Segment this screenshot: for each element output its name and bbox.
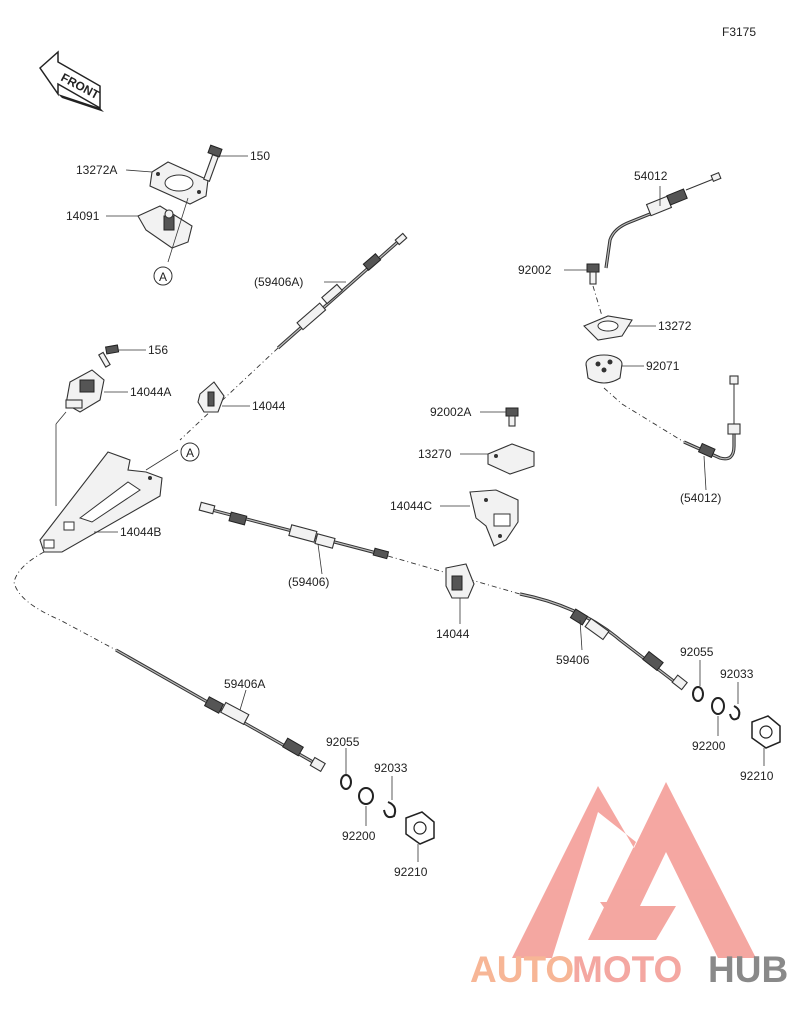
washer-92200-right [711,697,725,715]
lockwasher-92033-left [383,801,397,819]
nut-92210-left [405,811,435,845]
label-150: 150 [250,149,270,163]
label-92200-right: 92200 [692,739,726,753]
label-156: 156 [148,343,168,357]
cable-59406a-upper [276,232,408,350]
gasket-13272a [149,161,209,205]
oring-92055-left [340,774,352,790]
label-92055-left: 92055 [326,735,360,749]
label-92002: 92002 [518,263,552,277]
label-59406-paren: (59406) [288,575,329,589]
nut-92210-right [751,715,781,749]
label-92055-right: 92055 [680,645,714,659]
bracket-14044c [469,489,519,547]
bolt-150 [203,144,223,182]
label-92071: 92071 [646,359,680,373]
label-92200-left: 92200 [342,829,376,843]
clip-14044-mid [445,563,475,599]
gasket-13272 [583,315,633,341]
logo-text-auto: AUTO [470,949,574,990]
grommet-92071 [585,354,623,384]
logo-text-moto: MOTO [572,949,682,990]
label-59406a-paren: (59406A) [254,275,303,289]
bracket-14044a [65,369,105,413]
label-59406a: 59406A [224,677,265,691]
label-14044c: 14044C [390,499,432,513]
washer-92200-left [358,787,374,805]
label-92210-left: 92210 [394,865,428,879]
bolt-92002a [505,407,519,427]
bolt-156 [98,344,120,368]
label-14044a: 14044A [130,385,171,399]
ref-mark-a-top-label: A [159,270,167,284]
label-92002a: 92002A [430,405,471,419]
label-54012-paren: (54012) [680,491,721,505]
label-13270: 13270 [418,447,452,461]
lockwasher-92033-right [729,705,741,721]
label-14044-mid: 14044 [436,627,470,641]
cable-guide-14091 [137,205,193,249]
label-92033-left: 92033 [374,761,408,775]
label-14044b: 14044B [120,525,161,539]
plate-13270 [487,443,535,475]
ref-mark-a-top [153,266,173,286]
ref-mark-a-mid [180,442,200,462]
label-54012: 54012 [634,169,668,183]
bracket-plate-14044b [39,451,163,553]
cable-59406-left [198,501,390,560]
label-92033-right: 92033 [720,667,754,681]
oring-92055-right [692,686,704,702]
clip-14044-top [197,381,225,413]
figure-code: F3175 [722,25,756,39]
label-13272: 13272 [658,319,692,333]
cable-54012-upper [604,172,722,269]
label-59406: 59406 [556,653,590,667]
front-arrow-icon: FRONT [39,50,104,112]
cable-59406-right [519,592,688,691]
bolt-92002 [586,263,600,285]
cable-59406a-lower [115,648,326,773]
label-14044-top: 14044 [252,399,286,413]
cable-54012-lower [683,375,741,461]
label-14091: 14091 [66,209,100,223]
ref-mark-a-mid-label: A [186,446,194,460]
automotohub-logo: AUTO MOTO HUB [470,782,788,990]
label-13272a: 13272A [76,163,117,177]
label-92210-right: 92210 [740,769,774,783]
logo-text-hub: HUB [708,949,788,990]
